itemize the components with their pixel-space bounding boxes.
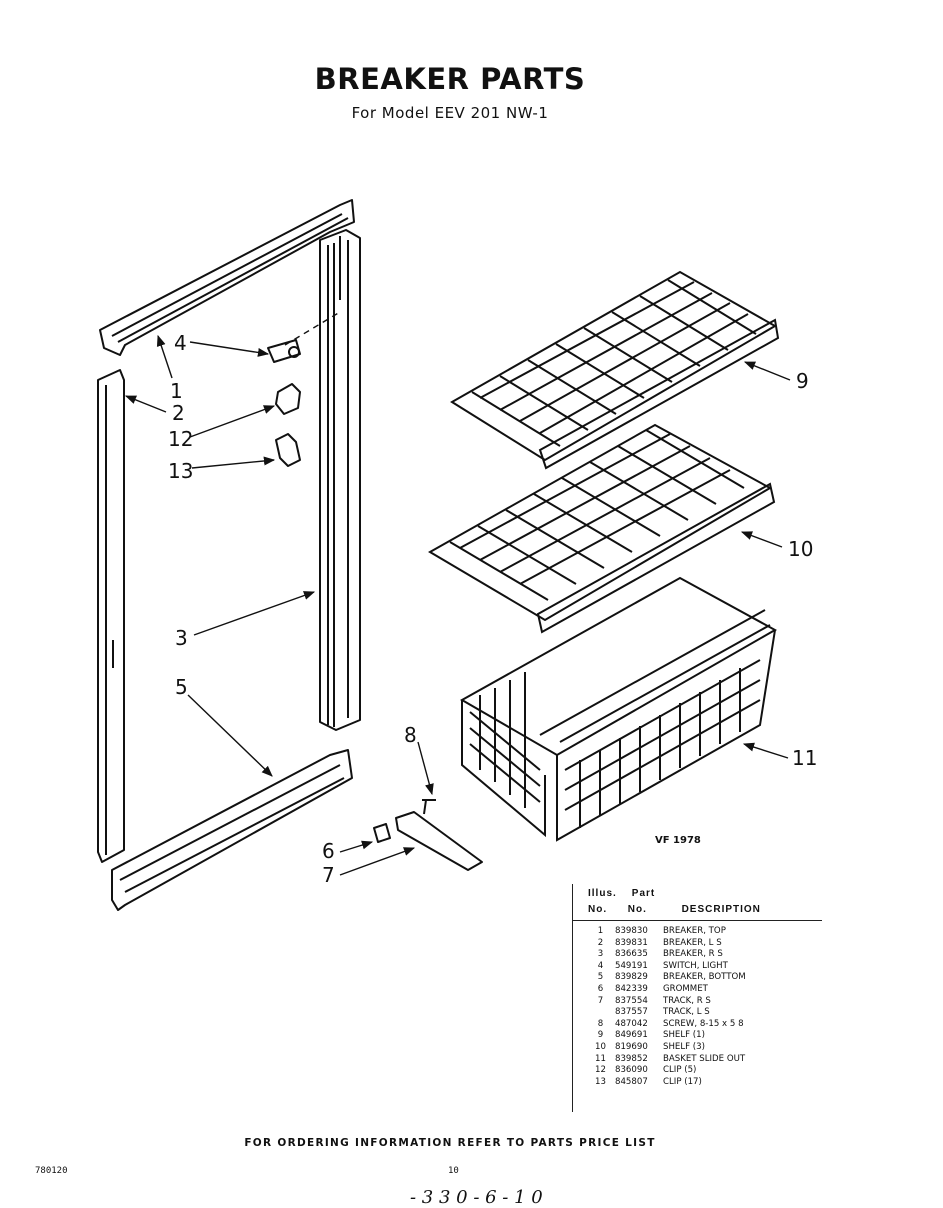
handwritten-mark: - 3 3 0 - 6 - 1 0 — [410, 1187, 543, 1208]
screw-drawing — [422, 799, 436, 815]
callout-9: 9 — [796, 369, 809, 393]
diagram-code: VF 1978 — [655, 835, 701, 846]
callout-3: 3 — [175, 626, 188, 650]
callout-2: 2 — [172, 401, 185, 425]
callout-11: 11 — [792, 746, 817, 770]
callout-6: 6 — [322, 839, 335, 863]
table-left-rule — [572, 884, 573, 1112]
header-part: Part — [631, 888, 656, 899]
breaker-left-drawing — [97, 369, 125, 863]
header-description: DESCRIPTION — [681, 904, 761, 915]
basket-drawing — [459, 576, 778, 842]
shelf-9-drawing — [450, 270, 780, 470]
table-header-row-2: No. No. DESCRIPTION — [588, 904, 822, 915]
breaker-right-drawing — [319, 229, 361, 731]
header-illus: Illus. — [588, 888, 617, 899]
breaker-top-drawing — [99, 199, 355, 356]
ordering-info-note: FOR ORDERING INFORMATION REFER TO PARTS … — [244, 1137, 656, 1149]
callout-5: 5 — [175, 675, 188, 699]
clip-13-drawing — [275, 433, 301, 467]
header-no-part: No. — [627, 904, 647, 915]
page-title: BREAKER PARTS — [314, 62, 586, 96]
callout-7: 7 — [322, 863, 335, 887]
clip-12-drawing — [275, 383, 301, 415]
document-code: 780120 — [35, 1166, 68, 1176]
callout-12: 12 — [168, 427, 193, 451]
table-header-row-1: Illus. Part — [588, 888, 655, 899]
light-switch-drawing — [267, 339, 301, 363]
header-no-illus: No. — [588, 904, 608, 915]
callout-13: 13 — [168, 459, 193, 483]
callout-4: 4 — [174, 331, 187, 355]
page-number: 10 — [448, 1166, 459, 1176]
callout-8: 8 — [404, 723, 417, 747]
breaker-bottom-drawing — [111, 749, 353, 911]
model-subtitle: For Model EEV 201 NW-1 — [351, 104, 549, 122]
table-header-rule — [572, 920, 822, 921]
track-drawing — [395, 811, 483, 871]
callout-1: 1 — [170, 379, 183, 403]
callout-10: 10 — [788, 537, 813, 561]
grommet-drawing — [373, 823, 391, 843]
shelf-10-drawing — [428, 423, 776, 634]
